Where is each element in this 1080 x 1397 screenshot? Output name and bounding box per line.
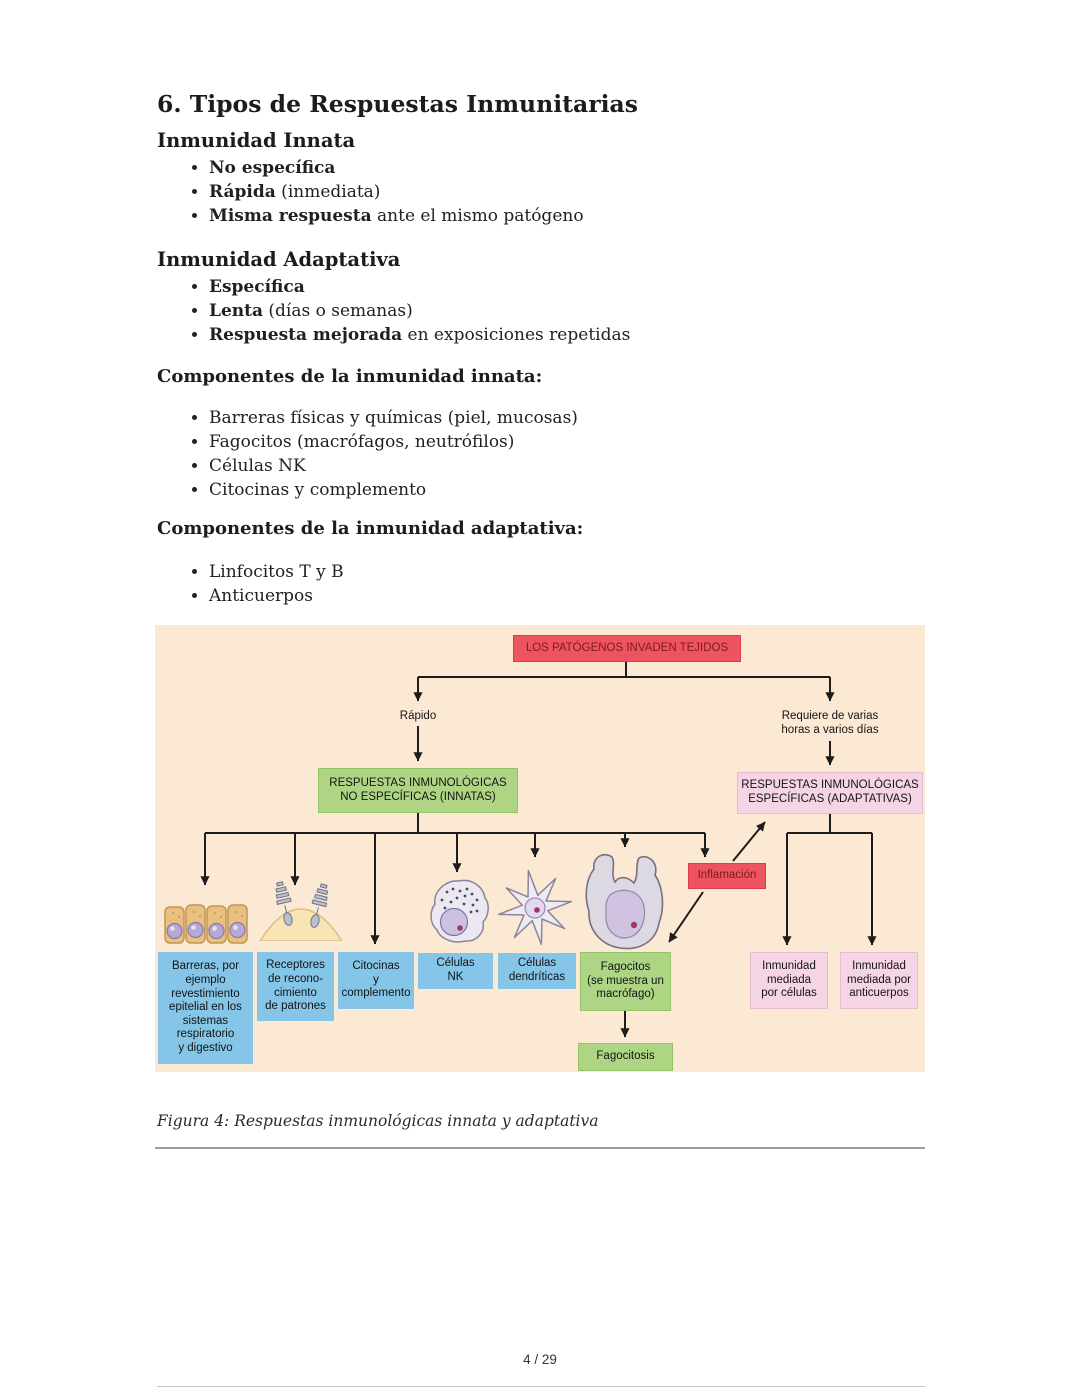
diagram-box-receptors: Receptores de recono- cimiento de patron…	[257, 952, 334, 1021]
list-item: Específica	[209, 275, 630, 299]
list-componentes-adaptativa: Linfocitos T y B Anticuerpos	[157, 560, 344, 608]
list-item: Barreras físicas y químicas (piel, mucos…	[209, 406, 578, 430]
diagram-box-phagocytosis: Fagocitosis	[578, 1043, 673, 1071]
list-item: No específica	[209, 156, 584, 180]
page-number: 4 / 29	[523, 1352, 557, 1367]
pattern-recognition-receptors-icon	[258, 875, 344, 945]
heading-componentes-adaptativa: Componentes de la inmunidad adaptativa:	[157, 518, 584, 539]
list-item: Rápida (inmediata)	[209, 180, 584, 204]
diagram-box-dendritic: Células dendríticas	[498, 953, 576, 989]
diagram-box-phagocytes: Fagocitos (se muestra un macrófago)	[580, 952, 671, 1011]
dendritic-cell-icon	[493, 862, 577, 956]
list-inmunidad-adaptativa: Específica Lenta (días o semanas) Respue…	[157, 275, 630, 347]
diagram-box-pathogens: LOS PATÓGENOS INVADEN TEJIDOS	[513, 635, 741, 662]
figure-caption: Figura 4: Respuestas inmunológicas innat…	[157, 1112, 599, 1130]
list-item: Citocinas y complemento	[209, 478, 578, 502]
list-item: Misma respuesta ante el mismo patógeno	[209, 204, 584, 228]
list-item: Respuesta mejorada en exposiciones repet…	[209, 323, 630, 347]
diagram-box-cell-mediated: Inmunidad mediada por células	[750, 952, 828, 1009]
diagram-box-antibody-mediated: Inmunidad mediada por anticuerpos	[840, 952, 918, 1009]
page-title: 6. Tipos de Respuestas Inmunitarias	[157, 90, 639, 118]
epithelial-cells-icon	[163, 895, 251, 951]
diagram-box-barriers: Barreras, por ejemplo revestimiento epit…	[158, 952, 253, 1064]
divider-rule	[155, 1147, 925, 1149]
heading-inmunidad-adaptativa: Inmunidad Adaptativa	[157, 248, 401, 271]
list-inmunidad-innata: No específica Rápida (inmediata) Misma r…	[157, 156, 584, 228]
list-item: Linfocitos T y B	[209, 560, 344, 584]
heading-inmunidad-innata: Inmunidad Innata	[157, 129, 356, 152]
list-item: Anticuerpos	[209, 584, 344, 608]
nk-cell-icon	[427, 878, 491, 950]
diagram-box-innate-responses: RESPUESTAS INMUNOLÓGICAS NO ESPECÍFICAS …	[318, 768, 518, 813]
list-item: Lenta (días o semanas)	[209, 299, 630, 323]
diagram-label-requiere: Requiere de varias horas a varios días	[781, 710, 879, 736]
page-bottom-divider	[157, 1386, 925, 1387]
diagram-box-nk-cells: Células NK	[418, 953, 493, 989]
diagram-box-cytokines: Citocinas y complemento	[338, 952, 414, 1009]
macrophage-icon	[580, 851, 670, 957]
figure-diagram: LOS PATÓGENOS INVADEN TEJIDOS Rápido Req…	[155, 625, 925, 1072]
list-componentes-innata: Barreras físicas y químicas (piel, mucos…	[157, 406, 578, 502]
list-item: Células NK	[209, 454, 578, 478]
heading-componentes-innata: Componentes de la inmunidad innata:	[157, 366, 543, 387]
diagram-box-adaptive-responses: RESPUESTAS INMUNOLÓGICAS ESPECÍFICAS (AD…	[737, 772, 923, 814]
diagram-label-rapido: Rápido	[399, 710, 437, 722]
diagram-box-inflammation: Inflamación	[688, 863, 766, 889]
list-item: Fagocitos (macrófagos, neutrófilos)	[209, 430, 578, 454]
